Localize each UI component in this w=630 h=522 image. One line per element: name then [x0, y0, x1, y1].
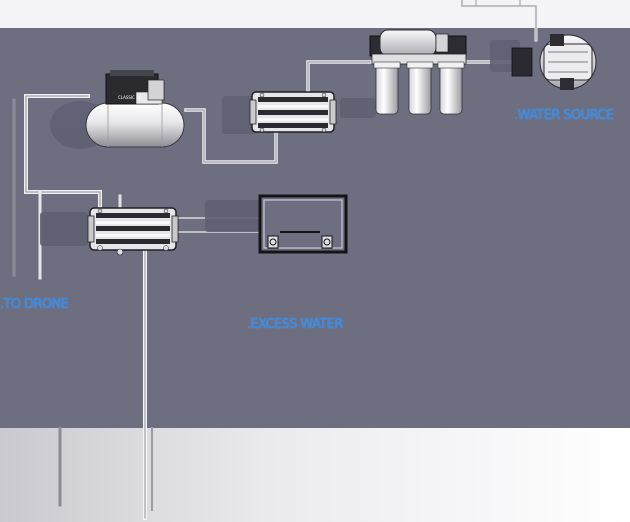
water-source-label: .WATER SOURCE [514, 108, 614, 123]
excess-water-tray [258, 194, 348, 254]
booster-pump: CLASSIC RV [105, 70, 165, 105]
bottom-strip [0, 428, 630, 522]
ro-filter-unit [369, 29, 467, 115]
filter-canisters [373, 61, 465, 115]
pressure-tank [85, 102, 185, 148]
upper-filter-housing [249, 91, 337, 133]
to-drone-label: .TO DRONE [0, 297, 69, 312]
excess-water-label: .EXCESS WATER [247, 317, 343, 332]
lower-filter-housing [87, 207, 179, 256]
pump-brand-label: CLASSIC RV [118, 95, 142, 100]
water-source-pump [511, 34, 597, 90]
